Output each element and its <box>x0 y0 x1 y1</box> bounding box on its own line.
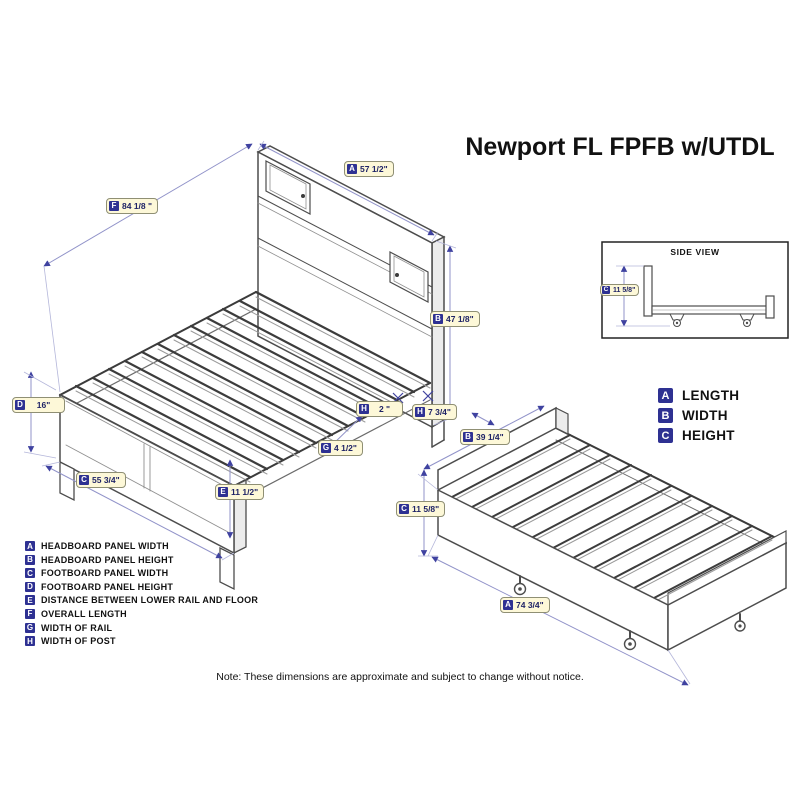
trundle-label-b: B 39 1/4" <box>460 429 510 445</box>
legend-letter-badge: A <box>658 388 673 403</box>
dim-letter-badge: F <box>109 201 119 211</box>
trundle-label-c: C 11 5/8" <box>396 501 446 517</box>
trundle-label-a: A 74 3/4" <box>500 597 550 613</box>
dimension-legend-item: A HEADBOARD PANEL WIDTH <box>25 541 258 551</box>
dim-value: 16" <box>36 400 51 410</box>
legend-letter-badge: E <box>25 595 35 606</box>
dim-label-a: A 57 1/2" <box>344 161 394 177</box>
dimension-legend-item: F OVERALL LENGTH <box>25 608 258 619</box>
legend-letter-badge: A <box>25 541 35 551</box>
legend-letter-badge: C <box>658 428 673 443</box>
dim-value: 57 1/2" <box>360 164 388 174</box>
dim-label-c: C 55 3/4" <box>76 472 126 488</box>
dim-label-h-post: H 2 " <box>356 401 403 417</box>
dim-value: 2 " <box>378 404 391 414</box>
legend-label: HEIGHT <box>682 428 735 443</box>
dim-value: 11 5/8" <box>613 286 636 294</box>
size-legend-item-height: C HEIGHT <box>658 428 739 443</box>
dimension-legend-item: E DISTANCE BETWEEN LOWER RAIL AND FLOOR <box>25 595 259 606</box>
dim-letter-badge: E <box>218 487 228 497</box>
legend-label: HEADBOARD PANEL WIDTH <box>41 541 169 551</box>
dim-value: 7 3/4" <box>428 407 451 417</box>
legend-letter-badge: D <box>25 581 35 592</box>
legend-letter-badge: G <box>25 622 35 633</box>
dim-label-b: B 47 1/8" <box>430 311 480 327</box>
dimension-legend-item: G WIDTH OF RAIL <box>25 622 258 633</box>
dim-value: 47 1/8" <box>446 314 474 324</box>
dimension-legend-item: H WIDTH OF POST <box>25 636 258 647</box>
legend-letter-badge: B <box>25 554 35 565</box>
dim-letter-badge: A <box>503 600 513 610</box>
size-legend-item-width: B WIDTH <box>658 408 739 423</box>
dim-letter-badge: B <box>463 432 473 442</box>
legend-letter-badge: C <box>25 568 35 579</box>
dim-label-e: E 11 1/2" <box>215 484 265 500</box>
dim-value: 74 3/4" <box>516 600 544 610</box>
dim-label-d: D 16" <box>12 397 65 413</box>
dim-value: 11 1/2" <box>231 487 259 497</box>
legend-label: WIDTH <box>682 408 728 423</box>
size-legend: A LENGTH B WIDTH C HEIGHT <box>658 388 739 448</box>
dim-letter-badge: B <box>433 314 443 324</box>
dim-label-f: F 84 1/8 " <box>106 198 159 214</box>
dim-letter-badge: H <box>359 404 369 414</box>
page-title: Newport FL FPFB w/UTDL <box>465 133 775 161</box>
dim-value: 11 5/8" <box>412 504 440 514</box>
legend-label: HEADBOARD PANEL HEIGHT <box>41 554 174 565</box>
dim-label-h-depth: H 7 3/4" <box>412 404 457 420</box>
size-legend-item-length: A LENGTH <box>658 388 739 403</box>
legend-label: WIDTH OF RAIL <box>41 622 113 633</box>
dim-label-g: G 4 1/2" <box>318 440 363 456</box>
dimension-legend-item: C FOOTBOARD PANEL WIDTH <box>25 568 258 579</box>
dim-letter-badge: D <box>15 400 25 410</box>
legend-label: LENGTH <box>682 388 740 403</box>
legend-label: FOOTBOARD PANEL HEIGHT <box>41 581 174 592</box>
dim-letter-badge: G <box>321 443 331 453</box>
legend-label: DISTANCE BETWEEN LOWER RAIL AND FLOOR <box>41 595 259 606</box>
legend-label: FOOTBOARD PANEL WIDTH <box>41 568 169 579</box>
side-view-label-c: C 11 5/8" <box>600 284 640 296</box>
dim-value: 4 1/2" <box>334 443 357 453</box>
disclaimer-note: Note: These dimensions are approximate a… <box>216 671 584 683</box>
dim-letter-badge: C <box>602 285 610 294</box>
dim-value: 84 1/8 " <box>122 201 153 211</box>
legend-label: OVERALL LENGTH <box>41 608 127 619</box>
legend-letter-badge: B <box>658 408 673 423</box>
dim-letter-badge: C <box>79 475 89 485</box>
dim-letter-badge: A <box>347 164 357 174</box>
legend-letter-badge: F <box>25 608 35 619</box>
dim-letter-badge: C <box>399 504 409 514</box>
dim-value: 55 3/4" <box>92 475 120 485</box>
dim-value: 39 1/4" <box>476 432 504 442</box>
legend-label: WIDTH OF POST <box>41 636 116 647</box>
dimension-legend-item: D FOOTBOARD PANEL HEIGHT <box>25 581 258 592</box>
dimension-legend: A HEADBOARD PANEL WIDTH B HEADBOARD PANE… <box>25 541 258 650</box>
dimension-legend-item: B HEADBOARD PANEL HEIGHT <box>25 554 258 565</box>
legend-letter-badge: H <box>25 636 35 647</box>
side-view-title: SIDE VIEW <box>670 247 720 257</box>
dim-letter-badge: H <box>415 407 425 417</box>
